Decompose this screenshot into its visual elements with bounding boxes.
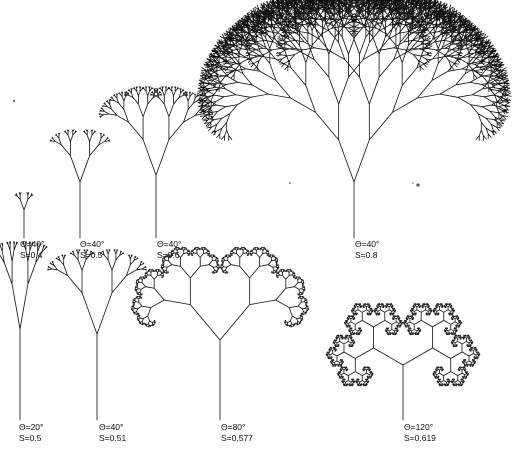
fractal-tree-1 — [14, 192, 34, 239]
fractal-tree-7 — [131, 247, 309, 421]
tree-3-angle-label: Θ=40° — [157, 239, 181, 249]
scan-speck — [416, 183, 420, 187]
fractal-tree-8 — [325, 303, 481, 421]
tree-8-scale-label: S=0.619 — [404, 433, 436, 443]
fractal-tree-5 — [0, 241, 48, 421]
tree-branches — [325, 303, 481, 421]
fractal-tree-3 — [98, 86, 214, 239]
tree-2-scale-label: S=0.5 — [80, 250, 103, 260]
tree-branches — [196, 0, 512, 239]
tree-8-angle-label: Θ=120° — [404, 422, 433, 432]
tree-branches — [131, 247, 309, 421]
tree-branches — [47, 249, 147, 421]
tree-branches — [0, 241, 48, 421]
tree-5-angle-label: Θ=20° — [19, 422, 43, 432]
fractal-tree-4 — [196, 0, 512, 239]
tree-3-scale-label: S=0.6 — [157, 250, 180, 260]
fractal-tree-2 — [49, 129, 111, 239]
fractal-tree-6 — [47, 249, 147, 421]
tree-7-scale-label: S=0.577 — [221, 433, 253, 443]
scan-speck — [412, 182, 414, 184]
tree-branches — [14, 192, 34, 239]
tree-7-angle-label: Θ=80° — [221, 422, 245, 432]
tree-2-angle-label: Θ=40° — [80, 239, 104, 249]
tree-5-scale-label: S=0.5 — [19, 433, 42, 443]
tree-branches — [49, 129, 111, 239]
tree-1-angle-label: Θ=40° — [20, 239, 44, 249]
tree-4-scale-label: S=0.8 — [355, 250, 378, 260]
scan-speck — [12, 99, 16, 103]
tree-6-scale-label: S=0.51 — [99, 433, 126, 443]
tree-6-angle-label: Θ=40° — [99, 422, 123, 432]
scan-speck — [289, 182, 291, 184]
tree-branches — [98, 86, 214, 239]
tree-1-scale-label: S=0.4 — [20, 250, 43, 260]
tree-4-angle-label: Θ=40° — [355, 239, 379, 249]
